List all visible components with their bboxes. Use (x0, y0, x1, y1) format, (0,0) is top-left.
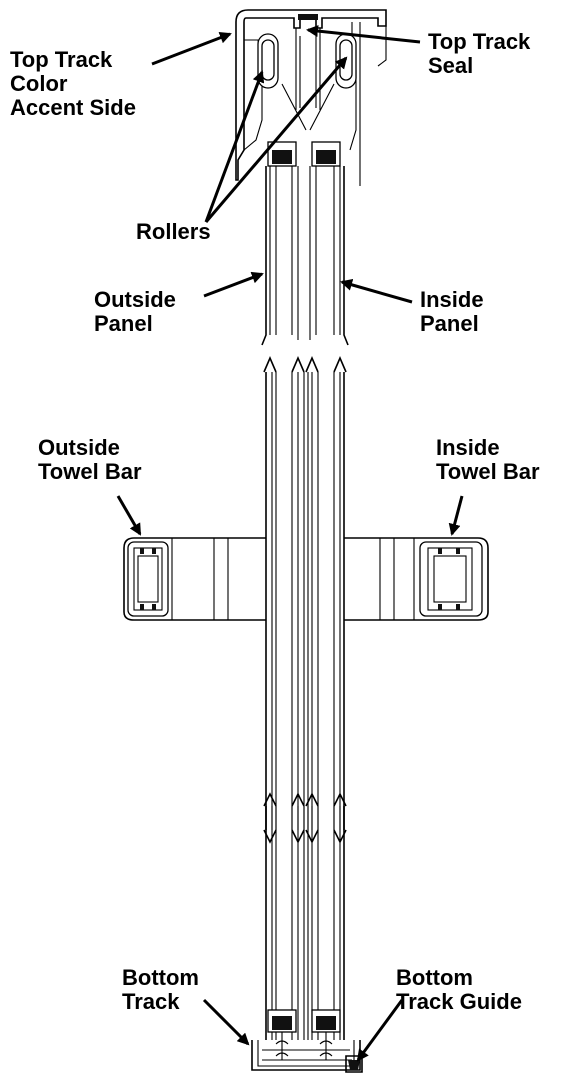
panels-middle (263, 355, 347, 844)
label-inside-panel: Inside Panel (420, 287, 484, 336)
label-rollers: Rollers (136, 219, 211, 244)
roller-left (257, 33, 279, 89)
outside-towel-bar (123, 537, 266, 621)
panel-top-caps (267, 141, 341, 167)
label-outside-panel: Outside Panel (94, 287, 176, 336)
label-top-track-color-accent-side: Top Track Color Accent Side (10, 47, 136, 120)
bottom-track (251, 1040, 361, 1071)
label-inside-towel-bar: Inside Towel Bar (436, 435, 540, 484)
roller-right (335, 33, 357, 89)
panels-lower (263, 792, 347, 1060)
label-bottom-track: Bottom Track (122, 965, 199, 1014)
label-bottom-track-guide: Bottom Track Guide (396, 965, 522, 1014)
label-top-track-seal: Top Track Seal (428, 29, 531, 78)
panels-upper (261, 166, 349, 346)
label-outside-towel-bar: Outside Towel Bar (38, 435, 142, 484)
inside-towel-bar (344, 537, 489, 621)
bottom-track-guide (345, 1055, 363, 1073)
callout-arrows (116, 25, 464, 1062)
